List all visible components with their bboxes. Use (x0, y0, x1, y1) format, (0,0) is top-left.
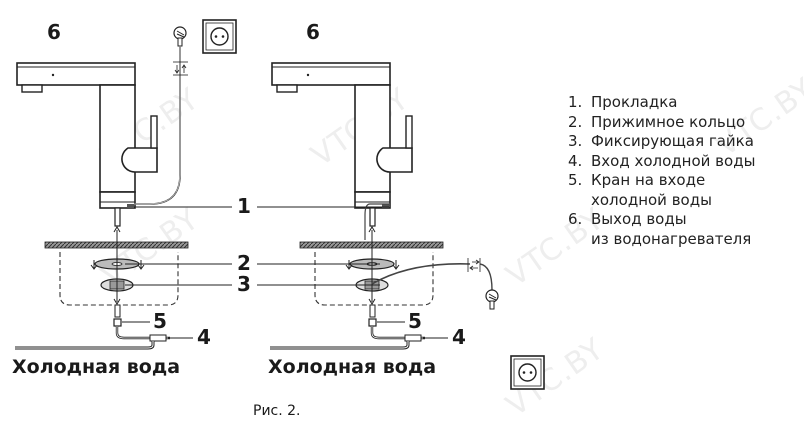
legend-text: из водонагревателя (591, 229, 752, 248)
legend-item: холодной воды (568, 191, 755, 211)
legend-text: холодной воды (591, 190, 712, 209)
legend-number (568, 230, 591, 250)
figure-caption: Рис. 2. (253, 403, 301, 419)
label-5-right: 5 (408, 309, 422, 333)
legend-text: Прокладка (591, 93, 678, 111)
legend-item: 6. Выход воды (568, 210, 755, 230)
label-4-right: 4 (452, 325, 466, 349)
faucet-left (13, 61, 190, 350)
label-3: 3 (237, 272, 251, 296)
caption-cold-water-right: Холодная вода (268, 356, 437, 378)
legend-item: 5. Кран на входе (568, 171, 755, 191)
socket-icon (510, 355, 545, 390)
legend-number: 5. (568, 171, 583, 189)
label-1: 1 (237, 194, 251, 218)
legend-text: Прижимное кольцо (591, 112, 746, 131)
legend-item: 4. Вход холодной воды (568, 152, 755, 172)
legend-text: Фиксирующая гайка (591, 132, 754, 150)
caption-cold-water-left: Холодная вода (12, 356, 181, 378)
parts-legend: 1. Прокладка 2. Прижимное кольцо 3. Фиксиру… (568, 93, 755, 249)
label-4-left: 4 (197, 325, 211, 349)
legend-text: Кран на входе (591, 171, 706, 189)
label-6-right: 6 (306, 20, 320, 44)
legend-item: 2. Прижимное кольцо (568, 113, 755, 133)
legend-number: 4. (568, 151, 583, 170)
legend-item: из водонагревателя (568, 230, 755, 250)
legend-text: Выход воды (591, 210, 687, 228)
faucet-right (268, 61, 445, 350)
label-6-left: 6 (47, 20, 61, 44)
legend-number (568, 191, 591, 211)
legend-item: 3. Фиксирующая гайка (568, 132, 755, 152)
socket-icon (202, 19, 237, 54)
legend-text: Вход холодной воды (591, 151, 756, 170)
legend-item: 1. Прокладка (568, 93, 755, 113)
plug-icon (485, 289, 499, 310)
label-5-left: 5 (153, 309, 167, 333)
plug-icon (173, 26, 187, 47)
legend-number: 2. (568, 112, 583, 131)
legend-number: 6. (568, 210, 583, 228)
legend-number: 3. (568, 132, 583, 150)
label-2: 2 (237, 251, 251, 275)
legend-number: 1. (568, 93, 583, 111)
